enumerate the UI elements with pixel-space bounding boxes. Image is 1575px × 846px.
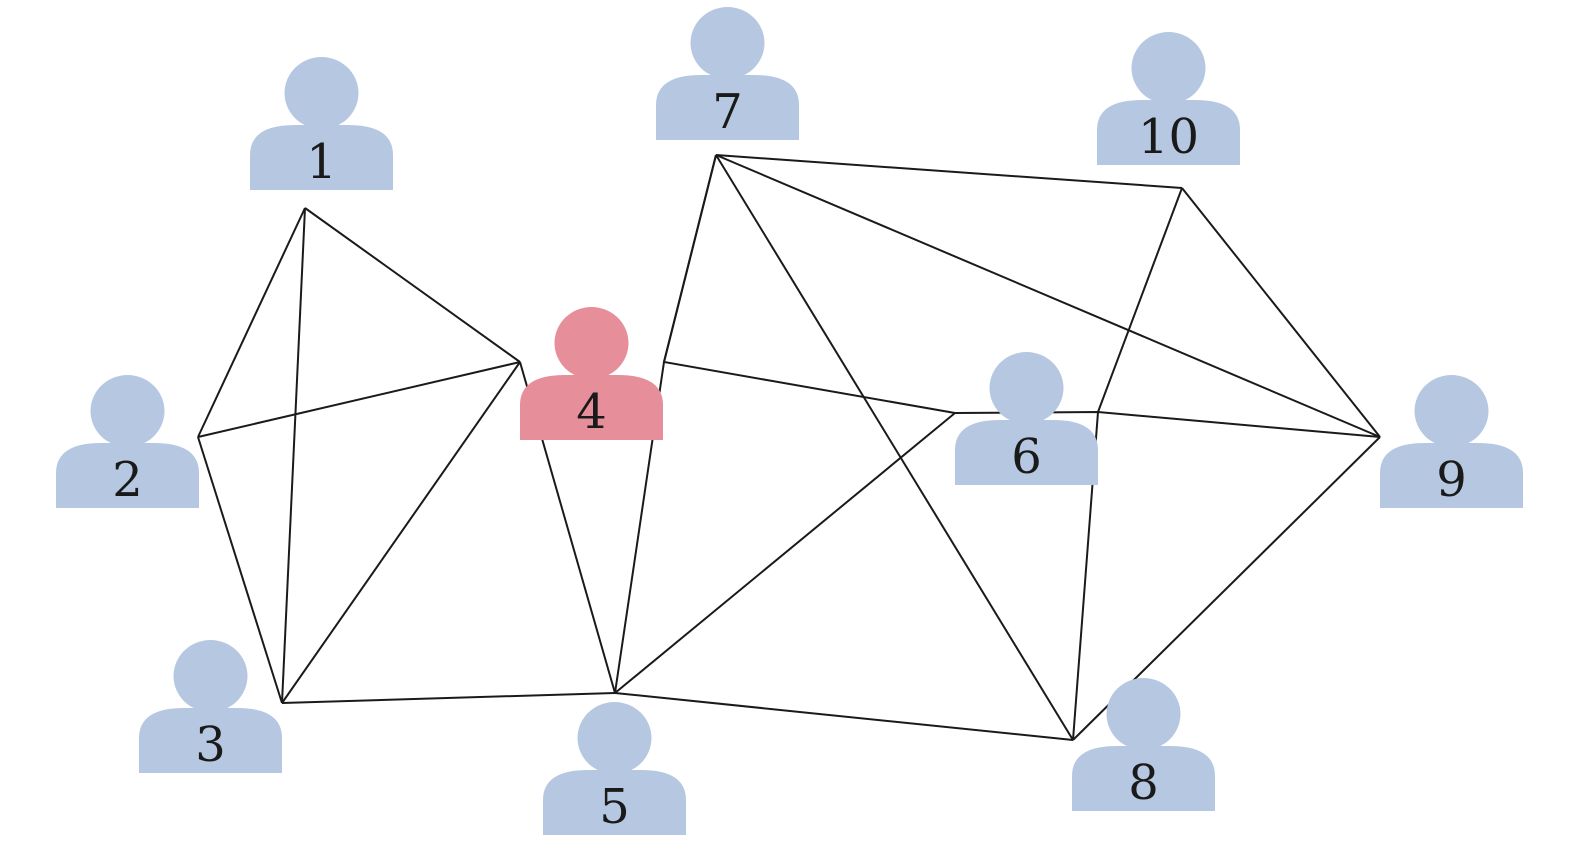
person-head-icon: [989, 352, 1064, 424]
edge-3-4: [281, 361, 521, 704]
person-label-3: 3: [195, 717, 226, 773]
edge-2-4: [197, 361, 521, 438]
edge-1-3: [281, 207, 306, 704]
person-node-6: 6: [955, 352, 1098, 485]
edge-5-8: [614, 692, 1074, 741]
person-body-icon: [250, 125, 393, 190]
edge-7-10: [715, 154, 1183, 189]
person-node-2: 2: [56, 375, 199, 508]
person-head-icon: [284, 57, 359, 129]
edge-6-7: [662, 154, 956, 414]
person-body-icon: [1072, 746, 1215, 811]
person-head-icon: [173, 640, 248, 712]
edge-3-5: [281, 692, 616, 704]
person-head-icon: [577, 702, 652, 774]
person-label-8: 8: [1128, 755, 1159, 811]
person-node-3: 3: [139, 640, 282, 773]
person-node-4: 4: [520, 307, 663, 440]
person-head-icon: [1106, 678, 1181, 750]
edge-7-9: [715, 154, 1381, 438]
edge-2-3: [197, 436, 283, 704]
person-node-5: 5: [543, 702, 686, 835]
person-label-10: 10: [1138, 109, 1199, 165]
person-node-1: 1: [250, 57, 393, 190]
person-label-4: 4: [576, 384, 607, 440]
person-node-9: 9: [1380, 375, 1523, 508]
person-head-icon: [690, 7, 765, 79]
person-head-icon: [554, 307, 629, 379]
person-body-icon: [56, 443, 199, 508]
edges-layer: [197, 154, 1381, 741]
person-body-icon: [520, 375, 663, 440]
person-body-icon: [1097, 100, 1240, 165]
person-body-icon: [543, 770, 686, 835]
edge-9-10: [1181, 187, 1381, 438]
person-head-icon: [1131, 32, 1206, 104]
person-head-icon: [90, 375, 165, 447]
person-body-icon: [1380, 443, 1523, 508]
person-label-7: 7: [712, 84, 743, 140]
person-head-icon: [1414, 375, 1489, 447]
person-label-9: 9: [1436, 452, 1467, 508]
person-body-icon: [955, 420, 1098, 485]
person-node-8: 8: [1072, 678, 1215, 811]
nodes-layer: 1 2 3 4 5 6 7 8 9 10: [56, 7, 1523, 835]
person-body-icon: [656, 75, 799, 140]
person-label-1: 1: [306, 134, 337, 190]
edge-7-8: [715, 154, 1074, 741]
edge-1-2: [197, 207, 306, 438]
person-label-5: 5: [599, 779, 630, 835]
person-label-2: 2: [112, 452, 143, 508]
edge-5-6: [614, 412, 956, 694]
person-node-7: 7: [656, 7, 799, 140]
person-node-10: 10: [1097, 32, 1240, 165]
person-label-6: 6: [1011, 429, 1042, 485]
edge-1-4: [304, 207, 521, 363]
person-body-icon: [139, 708, 282, 773]
